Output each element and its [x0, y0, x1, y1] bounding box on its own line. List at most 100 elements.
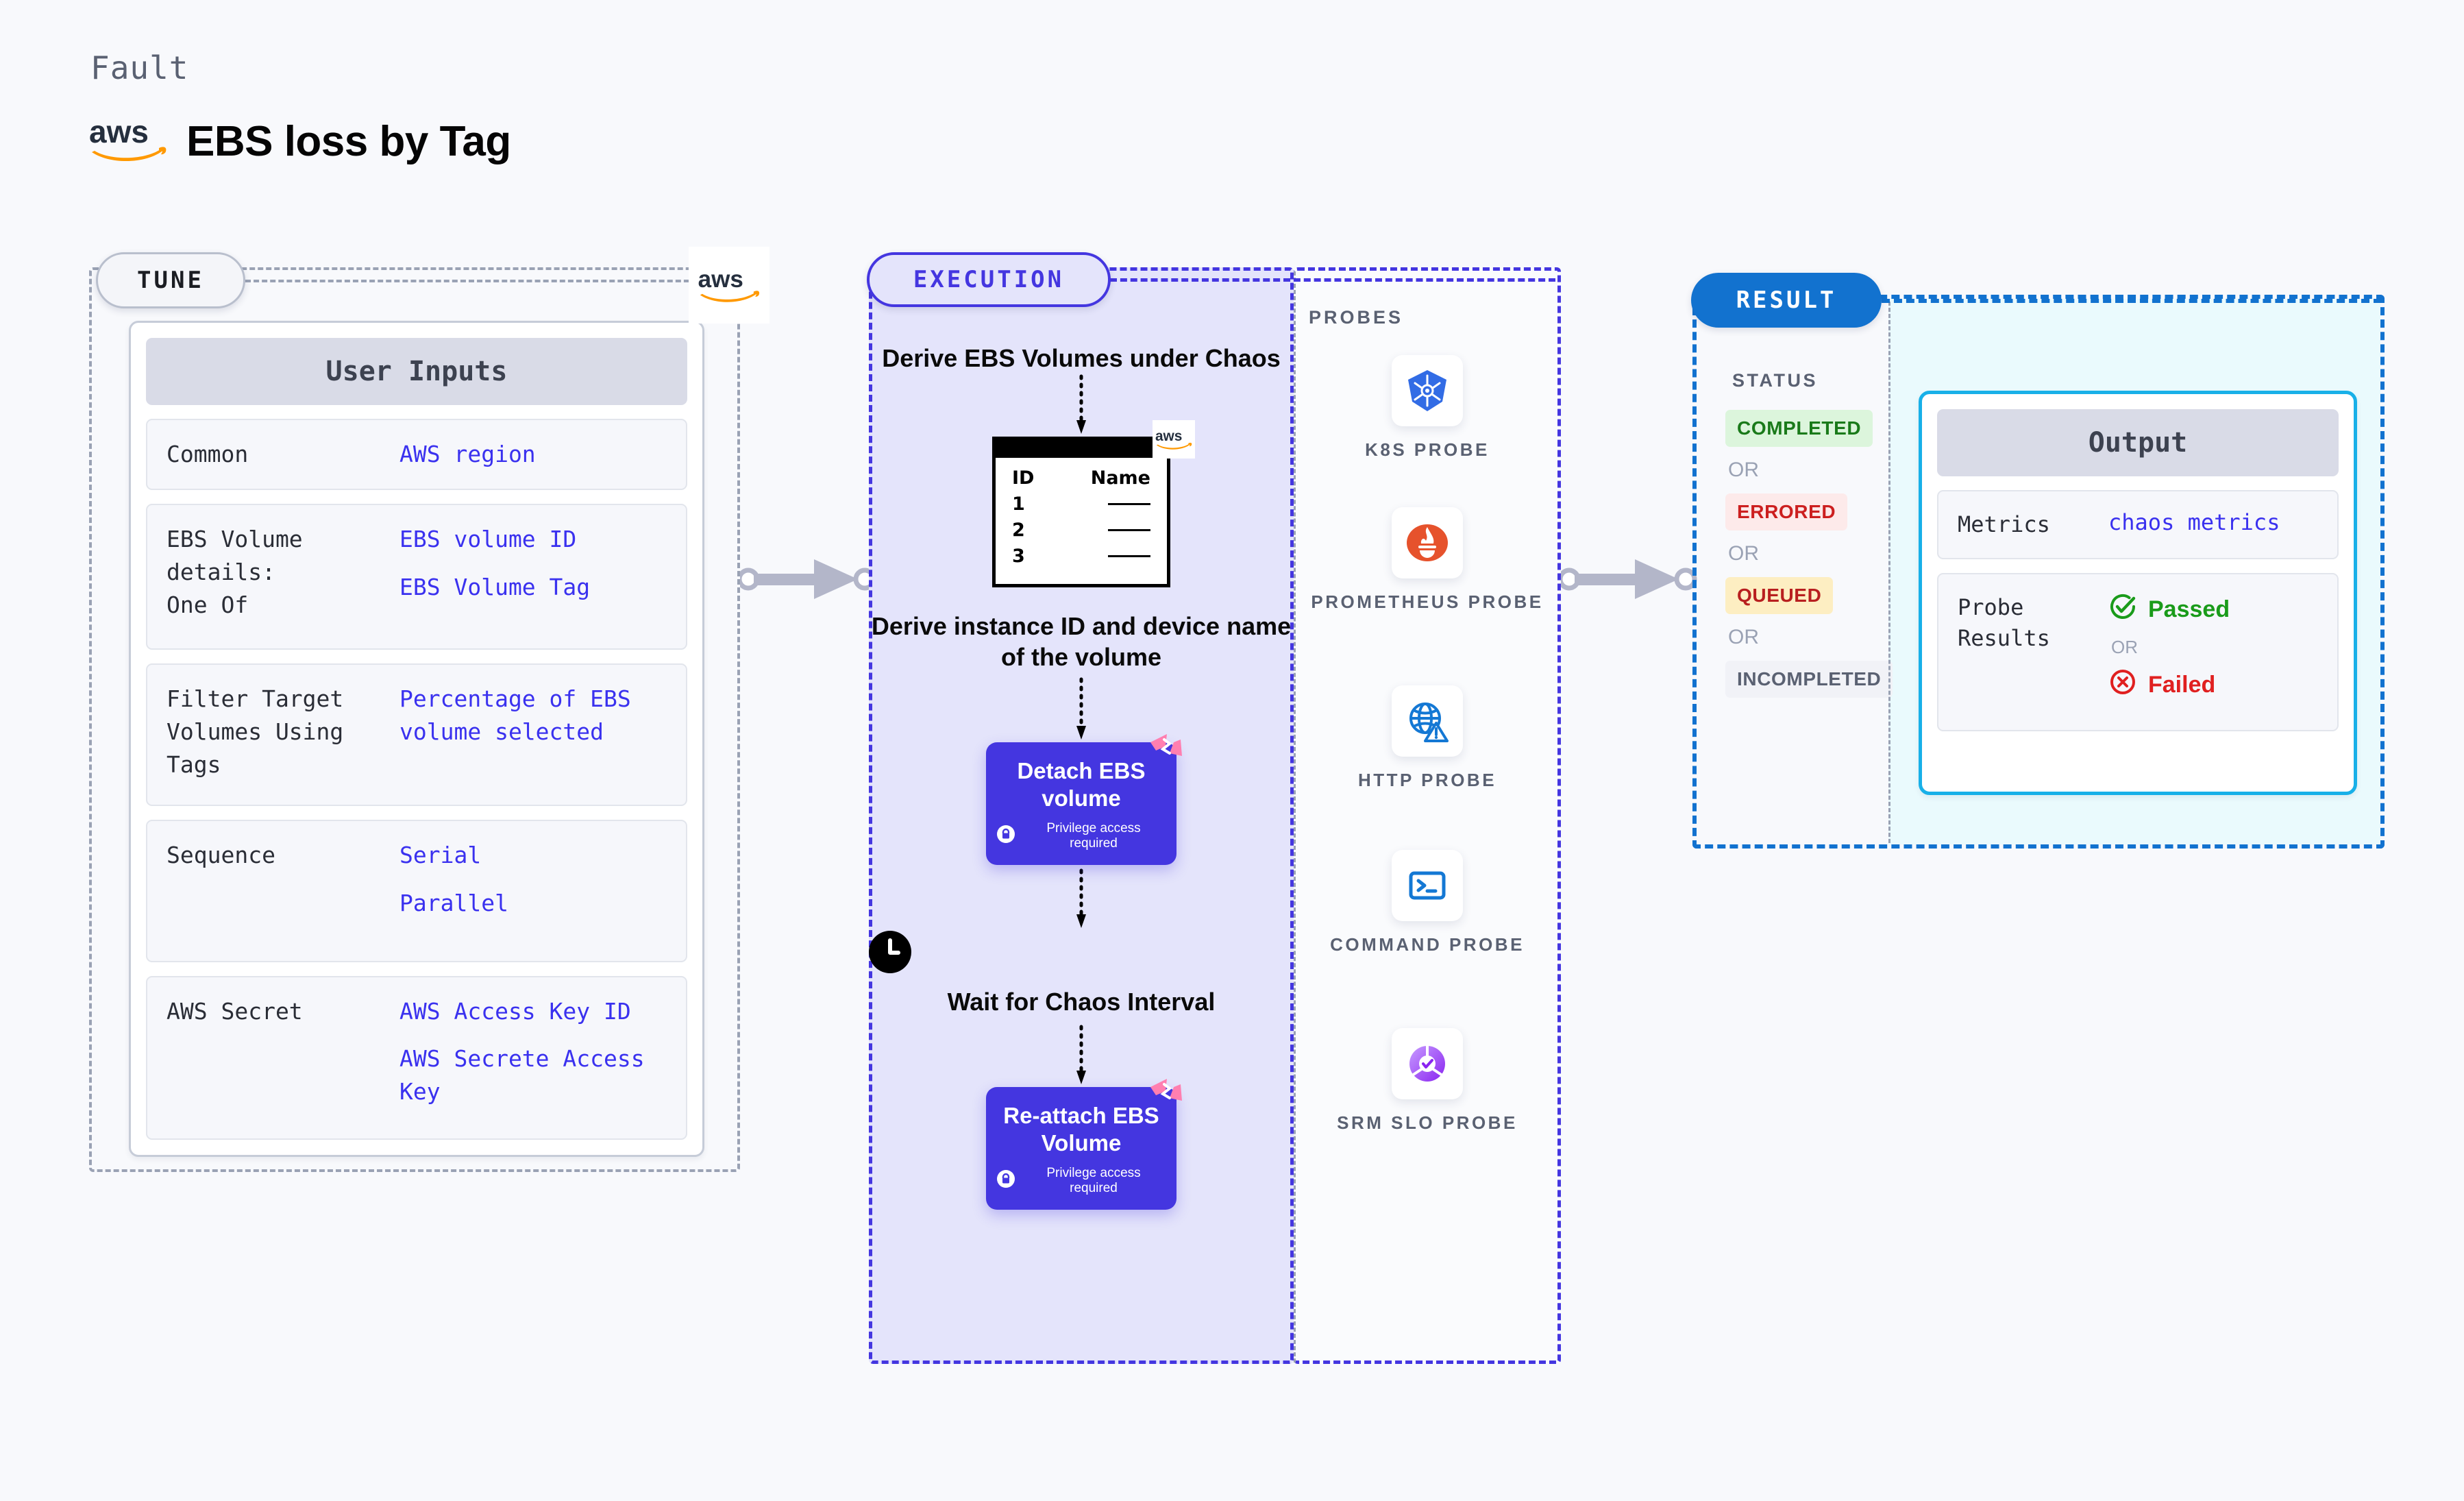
row-values: Percentage of EBS volume selected [399, 683, 667, 781]
table-row: 1 [1012, 493, 1150, 515]
input-value: Percentage of EBS volume selected [399, 685, 631, 746]
table-row: 3 [1012, 546, 1150, 567]
svg-text:aws: aws [1155, 428, 1182, 444]
flow-arrow-icon [1076, 677, 1086, 740]
tune-panel-border [89, 267, 740, 1172]
row-values: AWS Access Key ID AWS Secrete Access Key [399, 995, 667, 1109]
table-cell-id: 2 [1012, 520, 1025, 541]
output-row-probe-results[interactable]: Probe Results Passed OR [1937, 572, 2339, 731]
or-separator: OR [1728, 459, 1759, 481]
user-inputs-title: User Inputs [146, 338, 687, 405]
table-cell-name-placeholder [1108, 503, 1150, 505]
flow-arrow-icon [1076, 1025, 1086, 1085]
status-section-label: STATUS [1732, 370, 1818, 391]
input-value: AWS region [399, 441, 536, 467]
status-badge: QUEUED [1725, 577, 1834, 614]
status-badge: INCOMPLETED [1725, 661, 1893, 698]
ebs-volume-table: ID Name 1 2 3 [992, 420, 1195, 587]
table-cell-name-placeholder [1108, 529, 1150, 531]
output-card-title: Output [1937, 409, 2339, 476]
tune-dash-connector [245, 280, 698, 282]
table-col-id: ID [1012, 467, 1035, 489]
or-separator: OR [1728, 542, 1759, 565]
input-row-sequence[interactable]: Sequence Serial Parallel [146, 819, 687, 962]
action-note-row: Privilege access required [997, 1166, 1166, 1196]
lock-icon [997, 825, 1015, 847]
input-row-common[interactable]: Common AWS region [146, 419, 687, 490]
row-values: EBS volume ID EBS Volume Tag [399, 523, 590, 622]
action-detach-ebs-volume[interactable]: Detach EBS volume Privilege access requi… [986, 734, 1182, 866]
output-row-metrics[interactable]: Metrics chaos metrics [1937, 490, 2339, 559]
execution-pill[interactable]: EXECUTION [867, 252, 1111, 307]
status-badge: COMPLETED [1725, 410, 1873, 447]
input-value: AWS Access Key ID [399, 997, 631, 1025]
result-pill[interactable]: RESULT [1691, 273, 1882, 328]
flow-arrow-icon [1076, 868, 1086, 929]
execution-dash-connector [1110, 278, 1555, 282]
table-cell-id: 3 [1012, 546, 1025, 567]
svg-text:aws: aws [698, 266, 743, 293]
probe-label: PROMETHEUS PROBE [1311, 591, 1544, 612]
probes-panel [1294, 267, 1561, 1364]
status-badge-completed: COMPLETED [1725, 410, 1890, 447]
page-title: EBS loss by Tag [186, 118, 511, 165]
result-dash-connector [1882, 299, 2382, 303]
probes-panel-border [1294, 267, 1561, 1364]
probe-srm-slo[interactable]: SRM SLO PROBE [1294, 1028, 1561, 1135]
probe-results-values: Passed OR Failed [2108, 592, 2230, 703]
or-separator: OR [1728, 626, 1759, 648]
check-circle-icon [2108, 592, 2137, 627]
status-list: COMPLETED OR ERRORED OR QUEUED OR INCOMP… [1725, 410, 1893, 698]
flow-arrow-icon [1076, 374, 1086, 434]
harness-badge-icon [1149, 733, 1183, 769]
probe-label: SRM SLO PROBE [1337, 1112, 1518, 1133]
input-row-aws-secret[interactable]: AWS Secret AWS Access Key ID AWS Secrete… [146, 975, 687, 1140]
action-reattach-ebs-volume[interactable]: Re-attach EBS Volume Privilege access re… [986, 1079, 1182, 1210]
table-row: 2 [1012, 520, 1150, 541]
probe-command[interactable]: COMMAND PROBE [1294, 850, 1561, 957]
execution-flow: Derive EBS Volumes under Chaos ID Name 1 [869, 343, 1294, 1210]
input-value: Parallel [399, 889, 508, 916]
table-col-name: Name [1090, 467, 1150, 489]
status-badge-errored: ERRORED [1725, 493, 1890, 530]
action-title: Detach EBS volume [1017, 758, 1146, 811]
or-separator: OR [2111, 636, 2138, 657]
probe-result-label: Passed [2148, 596, 2230, 622]
probes-section-label: PROBES [1309, 307, 1404, 328]
row-label: Metrics [1958, 511, 2050, 537]
page-kicker: Fault [90, 49, 189, 86]
clock-icon [869, 931, 1294, 977]
input-value: AWS Secrete Access Key [399, 1045, 645, 1106]
connector-tune-to-execution [737, 548, 877, 613]
metrics-value: chaos metrics [2108, 509, 2280, 535]
result-panel [1692, 295, 2385, 849]
action-title: Re-attach EBS Volume [1003, 1103, 1159, 1156]
input-row-ebs-volume-details[interactable]: EBS Volume details: One Of EBS volume ID… [146, 503, 687, 650]
probe-k8s[interactable]: K8S PROBE [1294, 355, 1561, 462]
row-values: Serial Parallel [399, 839, 508, 920]
user-inputs-card: User Inputs Common AWS region EBS Volume… [129, 321, 704, 1158]
input-value: EBS Volume Tag [399, 573, 591, 600]
row-label: Probe Results [1958, 594, 2050, 651]
probe-label: HTTP PROBE [1357, 770, 1497, 790]
row-label: EBS Volume details: One Of [167, 525, 303, 618]
svg-text:aws: aws [89, 115, 149, 149]
table-cell-name-placeholder [1108, 555, 1150, 557]
input-value: Serial [399, 841, 482, 868]
table-header-bar [996, 440, 1167, 458]
input-row-filter-target-volumes[interactable]: Filter Target Volumes Using Tags Percent… [146, 663, 687, 806]
output-card: Output Metrics chaos metrics Probe Resul… [1919, 391, 2357, 795]
table-column-headers: ID Name [1012, 467, 1150, 489]
result-panel-border [1692, 295, 2385, 849]
probe-result-label: Failed [2148, 671, 2216, 698]
tune-pill[interactable]: TUNE [96, 252, 245, 308]
page-title-row: aws EBS loss by Tag [88, 114, 511, 168]
connector-execution-to-result [1557, 548, 1698, 613]
probe-label: COMMAND PROBE [1330, 934, 1525, 955]
input-value: EBS volume ID [399, 525, 577, 552]
probe-prometheus[interactable]: PROMETHEUS PROBE [1294, 507, 1561, 614]
probe-label: K8S PROBE [1365, 439, 1490, 460]
row-label: Filter Target Volumes Using Tags [167, 685, 344, 779]
probe-http[interactable]: HTTP PROBE [1294, 685, 1561, 792]
